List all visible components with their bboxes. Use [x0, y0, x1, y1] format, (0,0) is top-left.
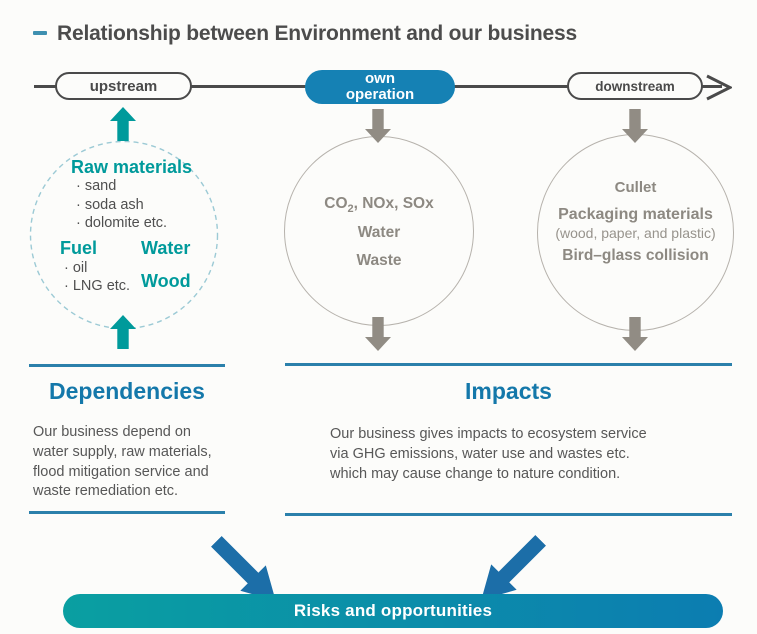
list-item: · soda ash — [76, 196, 144, 213]
list-item: · sand — [76, 178, 117, 194]
stage-upstream-label: upstream — [89, 77, 158, 95]
list-item: · LNG etc. — [64, 278, 131, 294]
impacts-body-line: which may cause change to nature conditi… — [330, 466, 621, 482]
fuel-heading: Fuel — [60, 238, 98, 258]
down-arrow-icon — [365, 109, 391, 143]
dependencies-body-line: Our business depend on — [33, 424, 191, 440]
wood-heading: Wood — [141, 271, 191, 291]
stage-downstream: downstream — [567, 72, 703, 100]
dependencies-body-line: waste remediation etc. — [33, 483, 179, 500]
up-arrow-icon — [110, 107, 136, 141]
down-arrow-icon — [622, 109, 648, 143]
dependencies-body: Our business depend on water supply, raw… — [33, 423, 212, 502]
waste-line: Waste — [356, 252, 402, 269]
packaging-line: Packaging materials — [558, 206, 713, 223]
impacts-heading: Impacts — [465, 378, 552, 404]
down-arrow-icon — [622, 317, 648, 351]
co2-subscript: 2 — [347, 203, 354, 216]
co2-suffix: , NOx, SOx — [353, 195, 434, 212]
dependencies-rule-bottom — [29, 511, 225, 514]
stage-downstream-label: downstream — [595, 78, 675, 94]
bird-glass-line: Bird–glass collision — [562, 247, 709, 264]
water-line: Water — [357, 224, 401, 241]
down-arrow-icon — [365, 317, 391, 351]
packaging-note-line: (wood, paper, and plastic) — [555, 225, 716, 241]
raw-materials-list: · sand · soda ash · dolomite etc. — [76, 177, 167, 233]
impacts-body-line: Our business gives impacts to ecosystem … — [330, 426, 647, 442]
impacts-body-line: via GHG emissions, water use and wastes … — [330, 446, 630, 462]
dependencies-rule-top — [29, 364, 225, 367]
co2-prefix: CO — [324, 195, 348, 212]
impacts-body: Our business gives impacts to ecosystem … — [330, 424, 647, 484]
title-dash-icon — [33, 31, 47, 35]
stage-upstream: upstream — [55, 72, 192, 100]
stage-own-operation: own operation — [305, 70, 455, 104]
stage-own-operation-label-line1: own — [365, 70, 395, 87]
risks-opportunities-label: Risks and opportunities — [293, 601, 493, 620]
stage-own-operation-label-line2: operation — [345, 86, 415, 103]
raw-materials-heading: Raw materials — [71, 157, 193, 177]
cullet-line: Cullet — [614, 179, 657, 196]
water-heading: Water — [141, 238, 191, 258]
risks-opportunities-banner: Risks and opportunities — [63, 594, 723, 628]
impacts-rule-top — [285, 363, 732, 366]
up-arrow-icon — [110, 315, 136, 349]
list-item: · dolomite etc. — [76, 215, 168, 231]
list-item: · oil — [64, 260, 88, 276]
fuel-list: · oil · LNG etc. — [64, 259, 130, 295]
timeline-arrowhead-icon — [706, 74, 732, 101]
dependencies-body-line: water supply, raw materials, — [33, 443, 212, 460]
diagonal-arrow-icon — [469, 528, 554, 613]
emissions-line: CO2, NOx, SOx — [284, 195, 474, 215]
impacts-rule-bottom — [285, 513, 732, 516]
dependencies-heading: Dependencies — [49, 378, 205, 404]
dependencies-body-line: flood mitigation service and — [33, 463, 209, 480]
page-title: Relationship between Environment and our… — [57, 22, 577, 45]
diagonal-arrow-icon — [204, 529, 289, 614]
